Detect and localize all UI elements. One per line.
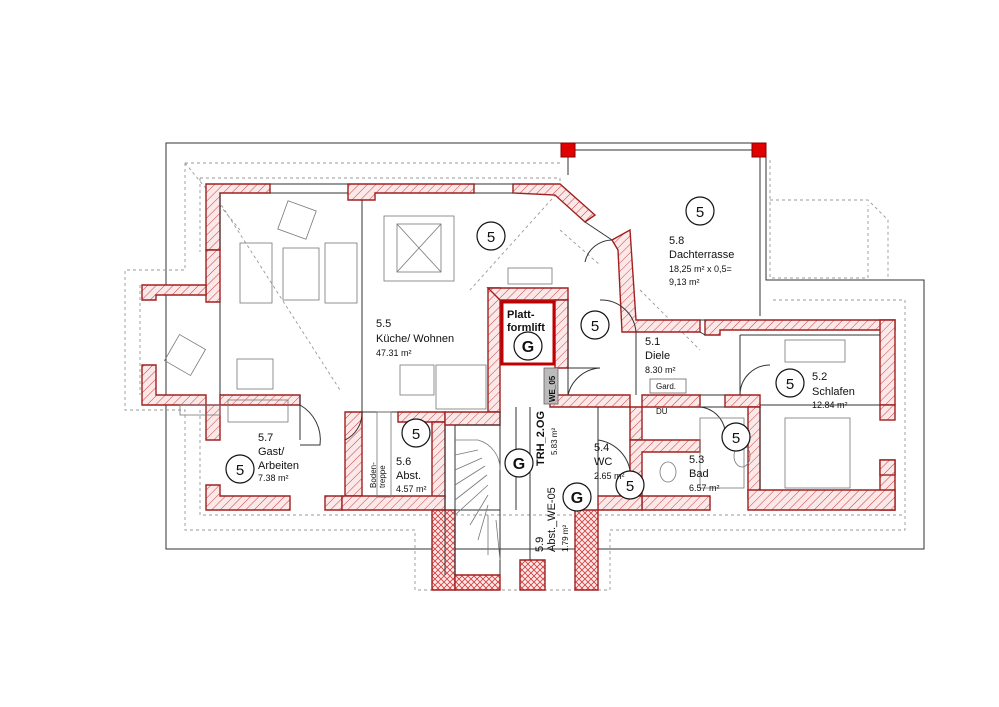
terrace-column-right xyxy=(751,142,767,158)
svg-text:6.57 m²: 6.57 m² xyxy=(689,483,720,493)
svg-text:5: 5 xyxy=(732,430,740,447)
room-label-abst-we05: 5.9 Abst._WE-05 1.79 m² xyxy=(534,487,570,552)
svg-text:5.83 m²: 5.83 m² xyxy=(550,428,559,455)
furniture xyxy=(163,200,851,498)
svg-text:4.57 m²: 4.57 m² xyxy=(396,484,427,494)
badge-common-abst: G xyxy=(562,482,592,512)
svg-text:Abst.: Abst. xyxy=(396,470,421,482)
svg-text:Arbeiten: Arbeiten xyxy=(258,460,299,472)
svg-text:5: 5 xyxy=(626,478,634,495)
garderobe-label: Gard. xyxy=(649,378,687,394)
we05-tag: WE_05 xyxy=(543,367,559,405)
svg-text:2.65 m²: 2.65 m² xyxy=(594,471,625,481)
svg-text:G: G xyxy=(522,339,534,356)
svg-text:9,13 m²: 9,13 m² xyxy=(669,277,700,287)
svg-text:Boden-: Boden- xyxy=(369,462,378,488)
room-label-diele: 5.1 Diele 8.30 m² xyxy=(645,336,676,375)
interior-lines xyxy=(219,183,880,575)
svg-text:1.79 m²: 1.79 m² xyxy=(561,525,570,552)
svg-text:Bad: Bad xyxy=(689,468,709,480)
svg-text:Schlafen: Schlafen xyxy=(812,386,855,398)
room-label-bad: 5.3 Bad 6.57 m² xyxy=(689,454,720,493)
svg-text:5.7: 5.7 xyxy=(258,432,273,444)
svg-text:5.2: 5.2 xyxy=(812,371,827,383)
badge-apartment-wc: 5 xyxy=(615,470,645,500)
svg-text:5.3: 5.3 xyxy=(689,454,704,466)
badge-apartment-schlafen: 5 xyxy=(775,368,805,398)
svg-text:G: G xyxy=(513,456,525,473)
door-swings xyxy=(299,239,771,471)
svg-text:Abst._WE-05: Abst._WE-05 xyxy=(546,487,558,552)
svg-text:5: 5 xyxy=(236,462,244,479)
badge-apartment-bad: 5 xyxy=(721,422,751,452)
room-label-wc: 5.4 WC 2.65 m² xyxy=(594,442,625,481)
svg-text:WE_05: WE_05 xyxy=(548,375,557,402)
terrace-column-left xyxy=(560,142,576,158)
svg-text:5.1: 5.1 xyxy=(645,336,660,348)
badge-apartment-terrace: 5 xyxy=(685,196,715,226)
svg-text:7.38 m²: 7.38 m² xyxy=(258,473,289,483)
svg-text:18,25 m² x 0,5=: 18,25 m² x 0,5= xyxy=(669,264,732,274)
svg-text:12.84 m²: 12.84 m² xyxy=(812,400,848,410)
svg-text:5.6: 5.6 xyxy=(396,456,411,468)
svg-text:8.30 m²: 8.30 m² xyxy=(645,365,676,375)
platformlift-shaft xyxy=(500,300,556,366)
svg-text:G: G xyxy=(571,490,583,507)
svg-text:5: 5 xyxy=(591,318,599,335)
svg-text:5.9: 5.9 xyxy=(534,537,546,552)
badge-apartment-gast: 5 xyxy=(225,454,255,484)
svg-text:Platt-: Platt- xyxy=(507,309,535,321)
badge-common-lift: G xyxy=(513,331,543,361)
badge-apartment-diele: 5 xyxy=(580,310,610,340)
svg-text:Gast/: Gast/ xyxy=(258,446,285,458)
svg-text:Diele: Diele xyxy=(645,350,670,362)
walls xyxy=(141,183,896,591)
badge-apartment-abst: 5 xyxy=(401,418,431,448)
room-label-trh: TRH_2.OG 5.83 m² xyxy=(535,411,559,466)
svg-text:Küche/ Wohnen: Küche/ Wohnen xyxy=(376,333,454,345)
room-label-gast: 5.7 Gast/ Arbeiten 7.38 m² xyxy=(258,432,299,483)
svg-text:Dachterrasse: Dachterrasse xyxy=(669,249,734,261)
room-label-kueche: 5.5 Küche/ Wohnen 47.31 m² xyxy=(376,318,454,358)
bodentreppe-label: Boden- treppe xyxy=(369,462,387,488)
svg-text:5: 5 xyxy=(786,376,794,393)
svg-text:WC: WC xyxy=(594,456,612,468)
badge-common-stair: G xyxy=(504,448,534,478)
plattformlift-label: Platt- formlift xyxy=(507,309,545,334)
svg-text:5.5: 5.5 xyxy=(376,318,391,330)
svg-text:TRH_2.OG: TRH_2.OG xyxy=(535,411,547,466)
dusche-label: DU xyxy=(656,407,668,416)
svg-text:treppe: treppe xyxy=(378,465,387,488)
svg-text:5: 5 xyxy=(412,426,420,443)
svg-text:5: 5 xyxy=(696,204,704,221)
room-label-abst: 5.6 Abst. 4.57 m² xyxy=(396,456,427,494)
staircase xyxy=(454,424,501,575)
svg-text:5: 5 xyxy=(487,229,495,246)
terrace-boundary xyxy=(567,149,761,316)
svg-text:formlift: formlift xyxy=(507,322,545,334)
room-label-dachterrasse: 5.8 Dachterrasse 18,25 m² x 0,5= 9,13 m² xyxy=(669,235,734,287)
room-label-schlafen: 5.2 Schlafen 12.84 m² xyxy=(812,371,855,410)
badge-apartment-kueche: 5 xyxy=(476,221,506,251)
svg-text:47.31 m²: 47.31 m² xyxy=(376,348,412,358)
svg-text:Gard.: Gard. xyxy=(656,382,676,391)
svg-text:5.8: 5.8 xyxy=(669,235,684,247)
svg-text:5.4: 5.4 xyxy=(594,442,609,454)
roof-eave-outline xyxy=(124,160,906,591)
